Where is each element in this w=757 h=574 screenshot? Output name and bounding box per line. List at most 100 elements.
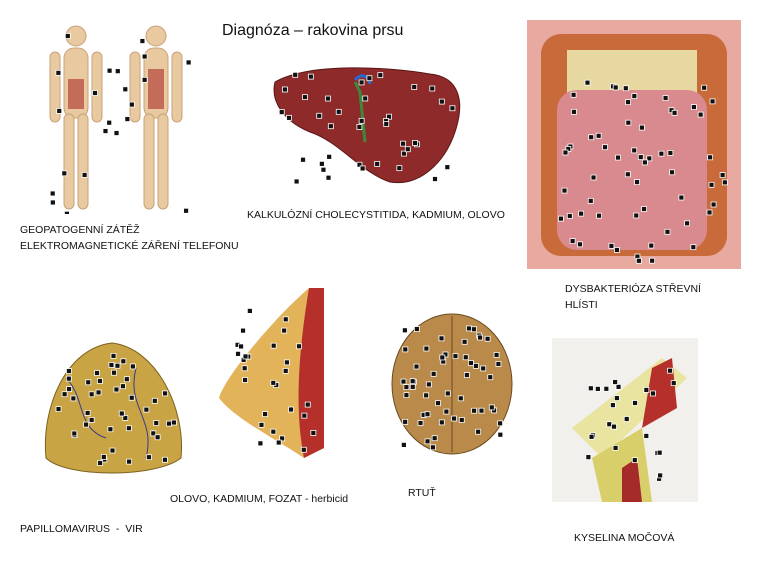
marker-square — [366, 75, 373, 82]
marker-square — [356, 161, 363, 168]
marker-square — [139, 38, 146, 44]
marker-square — [449, 105, 456, 112]
marker-square — [595, 132, 602, 139]
marker-square — [690, 244, 697, 251]
marker-square — [577, 241, 583, 248]
marker-square — [622, 85, 629, 92]
marker-square — [129, 363, 136, 370]
marker-square — [279, 435, 286, 442]
body-figures-image — [38, 24, 193, 214]
marker-square — [409, 383, 416, 390]
marker-square — [383, 121, 390, 127]
marker-square — [281, 86, 288, 93]
marker-square — [641, 159, 648, 166]
marker-square — [241, 365, 248, 372]
marker-square — [242, 353, 249, 360]
marker-square — [690, 104, 697, 110]
marker-square — [106, 119, 113, 126]
marker-square — [684, 220, 691, 227]
marker-square — [670, 380, 677, 387]
marker-square — [64, 210, 70, 214]
marker-square — [114, 362, 121, 369]
marker-square — [400, 442, 407, 448]
marker-square — [113, 130, 120, 136]
marker-square — [170, 419, 177, 426]
marker-square — [462, 354, 469, 361]
marker-square — [61, 391, 68, 398]
marker-square — [403, 384, 410, 391]
marker-square — [278, 109, 285, 115]
page-title: Diagnóza – rakovina prsu — [222, 22, 404, 39]
marker-square — [612, 445, 619, 451]
marker-square — [451, 415, 457, 422]
marker-square — [417, 420, 424, 426]
marker-square — [128, 101, 135, 108]
marker-square — [438, 419, 445, 426]
marker-square — [588, 134, 595, 141]
marker-square — [114, 68, 121, 75]
marker-square — [183, 207, 189, 214]
marker-square — [386, 113, 392, 120]
marker-square — [113, 386, 120, 393]
marker-square — [109, 447, 116, 454]
marker-square — [300, 156, 306, 163]
marker-square — [608, 242, 615, 249]
marker-square — [631, 93, 638, 99]
marker-square — [643, 433, 650, 439]
marker-square — [612, 379, 618, 385]
marker-square — [571, 108, 577, 115]
marker-square — [153, 420, 160, 426]
marker-square — [275, 439, 282, 446]
marker-square — [606, 421, 613, 428]
marker-square — [719, 172, 726, 178]
marker-square — [423, 345, 430, 352]
marker-square — [300, 446, 307, 453]
marker-square — [429, 85, 436, 92]
marker-square — [118, 410, 125, 417]
marker-square — [242, 377, 248, 383]
caption-brain: RTUŤ — [408, 487, 436, 499]
marker-square — [631, 147, 638, 154]
marker-square — [301, 412, 308, 419]
marker-square — [185, 59, 192, 66]
marker-square — [403, 392, 410, 399]
marker-square — [697, 111, 704, 118]
marker-square — [625, 99, 631, 106]
marker-square — [413, 363, 420, 370]
marker-square — [478, 407, 485, 414]
marker-square — [327, 123, 334, 130]
marker-square — [664, 228, 671, 235]
marker-square — [55, 69, 62, 76]
marker-square — [667, 367, 673, 374]
marker-square — [316, 112, 323, 119]
marker-square — [362, 95, 369, 102]
marker-square — [487, 374, 494, 381]
marker-square — [701, 84, 708, 91]
marker-square — [648, 242, 655, 249]
marker-square — [634, 179, 640, 186]
breast-image — [36, 338, 188, 493]
marker-square — [84, 410, 91, 416]
marker-square — [585, 454, 592, 461]
marker-square — [602, 144, 608, 151]
marker-square — [320, 166, 327, 173]
marker-square — [587, 197, 594, 204]
marker-square — [590, 174, 597, 181]
marker-square — [662, 95, 669, 101]
caption-knee: KYSELINA MOČOVÁ — [574, 532, 675, 544]
brain-image — [386, 310, 518, 458]
marker-square — [631, 457, 638, 464]
marker-square — [240, 327, 246, 334]
marker-square — [678, 194, 685, 201]
marker-square — [614, 395, 620, 401]
intestine-svg — [527, 20, 741, 269]
marker-square — [438, 335, 445, 342]
marker-square — [570, 91, 577, 98]
breast-svg — [44, 342, 183, 474]
marker-square — [49, 190, 56, 197]
marker-square — [473, 362, 479, 369]
marker-square — [81, 172, 88, 178]
marker-square — [66, 368, 72, 374]
marker-square — [444, 390, 451, 397]
marker-square — [258, 421, 265, 428]
